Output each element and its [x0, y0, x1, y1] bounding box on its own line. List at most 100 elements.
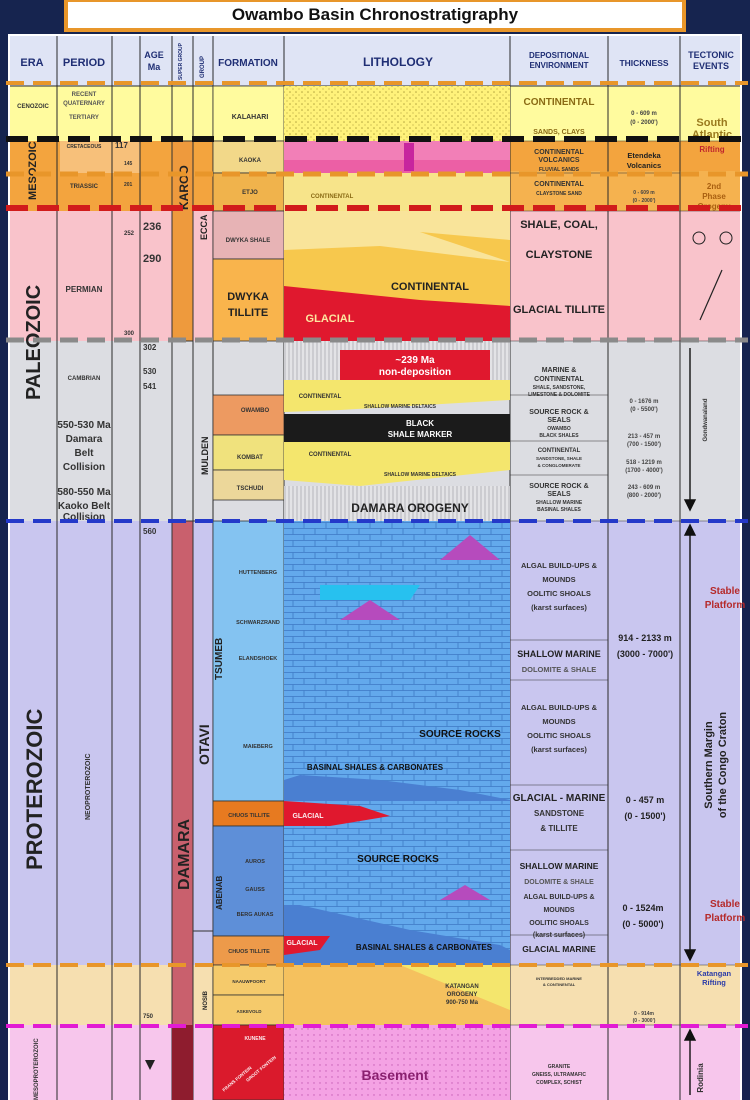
env-inter-1: INTERBEDDED MARINE — [536, 976, 582, 981]
env-source-1: SOURCE ROCK & — [529, 409, 589, 416]
formation-blocks — [212, 85, 285, 1100]
group-tsumeb: TSUMEB — [214, 638, 225, 680]
period-neoproterozoic: NEOPROTEROZOIC — [85, 753, 92, 820]
litho-continental-owambo: CONTINENTAL — [299, 394, 342, 400]
supergroup-header: SUPER GROUP — [178, 42, 184, 80]
env-source-b1: SOURCE ROCK & — [529, 483, 589, 490]
tectonic-stable-2: Stable — [710, 899, 740, 910]
thickness-8b: (3000 - 7000') — [617, 649, 673, 659]
age-541: 541 — [143, 382, 157, 391]
period-kaoko-3: Collision — [63, 512, 105, 523]
tectonic-header-1: TECTONIC — [688, 50, 734, 60]
env-claystone-sand: CLAYSTONE SAND — [536, 191, 582, 197]
rotation-icon-left — [692, 231, 706, 245]
formation-elandshoek: ELANDSHOEK — [239, 656, 278, 662]
formation-chuos-tillite-lower: CHUOS TILLITE — [228, 949, 270, 955]
period-quaternary: QUATERNARY — [63, 101, 105, 107]
tectonic-arrows — [683, 348, 697, 1095]
period-header: PERIOD — [63, 57, 105, 69]
formation-tillite: TILLITE — [228, 307, 268, 319]
environment-header-2: ENVIRONMENT — [529, 61, 588, 70]
litho-basinal-1: BASINAL SHALES & CARBONATES — [307, 763, 444, 772]
litho-shallow-deltaics-2: SHALLOW MARINE DELTAICS — [384, 472, 457, 478]
env-sands-clays: SANDS, CLAYS — [533, 129, 585, 136]
damara-bar — [171, 520, 194, 1100]
age-145: 145 — [124, 161, 133, 167]
age-201: 201 — [124, 182, 133, 188]
litho-katangan-3: 900-750 Ma — [446, 1000, 479, 1006]
litho-nondep-1: ~239 Ma — [395, 355, 435, 366]
thickness-10b: (0 - 5000') — [622, 919, 663, 929]
litho-continental-dwyka: CONTINENTAL — [391, 281, 469, 293]
tectonic-congo-craton: of the Congo Craton — [717, 712, 729, 819]
env-shale-coal: SHALE, COAL, — [520, 219, 598, 231]
tectonic-rodinia: Rodinia — [696, 1063, 705, 1093]
env-marine-3: SHALE, SANDSTONE, — [533, 385, 586, 391]
env-cont-ss-1: CONTINENTAL — [538, 448, 581, 454]
env-cont-ss-3: & CONGLOMERATE — [538, 463, 581, 468]
env-marine-2: CONTINENTAL — [534, 376, 584, 383]
litho-black: BLACK — [406, 419, 434, 428]
env-glacial-marine-2: SANDSTONE — [534, 809, 585, 818]
env-source-b2: SEALS — [547, 491, 571, 498]
tectonic-gondwanaland: Gondwanaland — [703, 398, 709, 441]
thickness-5b: (700 - 1500') — [627, 442, 661, 448]
env-source-b3: SHALLOW MARINE — [536, 500, 583, 506]
group-damara: DAMARA — [176, 818, 193, 890]
env-shallow-2: DOLOMITE & SHALE — [522, 665, 597, 674]
env-algal-2: MOUNDS — [542, 575, 575, 584]
env-glacial-marine: GLACIAL MARINE — [522, 944, 596, 954]
period-damara-3: Belt — [75, 448, 95, 459]
env-granite-1: GRANITE — [548, 1064, 571, 1070]
env-glacial-marine-1: GLACIAL - MARINE — [513, 793, 606, 804]
thickness-4b: (0 - 5500') — [630, 407, 657, 413]
period-permian: PERMIAN — [66, 285, 103, 294]
formation-chuos-tillite-upper: CHUOS TILLITE — [228, 813, 270, 819]
thickness-1a: 0 - 609 m — [631, 111, 657, 117]
env-shallow-c1: SHALLOW MARINE — [520, 861, 599, 871]
env-shallow-c4: MOUNDS — [543, 907, 574, 914]
env-inter-2: & CONTINENTAL — [543, 982, 576, 987]
env-algal-1: ALGAL BUILD-UPS & — [521, 561, 598, 570]
title-box — [64, 0, 686, 32]
horizon-lines — [6, 81, 748, 1028]
formation-kaoka: KAOKA — [239, 158, 262, 164]
formation-tschudi: TSCHUDI — [237, 486, 264, 492]
age-117: 117 — [115, 141, 128, 150]
group-nosib: NOSIB — [203, 990, 209, 1010]
period-damara-1: 550-530 Ma — [57, 420, 111, 431]
fault-line-icon — [699, 269, 723, 321]
formation-berg-aukas: BERG AUKAS — [237, 912, 274, 918]
period-damara-2: Damara — [66, 434, 103, 445]
formation-huttenberg: HUTTENBERG — [239, 570, 277, 576]
tectonic-south: South — [696, 117, 727, 129]
age-300: 300 — [124, 331, 135, 337]
tectonic-southern-margin: Southern Margin — [703, 721, 715, 809]
env-glacial-tillite: GLACIAL TILLITE — [513, 304, 605, 316]
era-proterozoic: PROTEROZOIC — [22, 709, 47, 870]
tectonic-katangan-rifting: Rifting — [702, 978, 726, 987]
formation-naauwpoort: NAAUWPOORT — [232, 979, 265, 984]
litho-basement: Basement — [362, 1067, 429, 1083]
formation-schwarzrand: SCHWARZRAND — [236, 620, 280, 626]
down-arrow-icon — [145, 1060, 155, 1070]
env-continental-top: CONTINENTAL — [524, 97, 595, 108]
env-granite-3: COMPLEX, SCHIST — [536, 1080, 582, 1086]
group-mulden: MULDEN — [200, 437, 210, 476]
period-cretaceous: CRETACEOUS — [67, 144, 102, 150]
env-shallow-c5: OOLITIC SHOALS — [529, 920, 589, 927]
thickness-2b: Volcanics — [627, 161, 661, 170]
env-algal-b4: (karst surfaces) — [531, 745, 587, 754]
formation-maieberg: MAIEBERG — [243, 744, 273, 750]
litho-glacial-2: GLACIAL — [292, 813, 324, 820]
age-236: 236 — [143, 221, 161, 233]
litho-shallow-deltaics-1: SHALLOW MARINE DELTAICS — [364, 404, 437, 410]
litho-katangan-2: OROGENY — [447, 992, 478, 998]
era-header: ERA — [20, 57, 43, 69]
group-ecca: ECCA — [199, 214, 209, 240]
env-shallow-1: SHALLOW MARINE — [517, 649, 601, 659]
tectonic-2nd: 2nd — [707, 182, 721, 191]
tectonic-stable-1: Stable — [710, 586, 740, 597]
environment-header-1: DEPOSITIONAL — [529, 51, 589, 60]
